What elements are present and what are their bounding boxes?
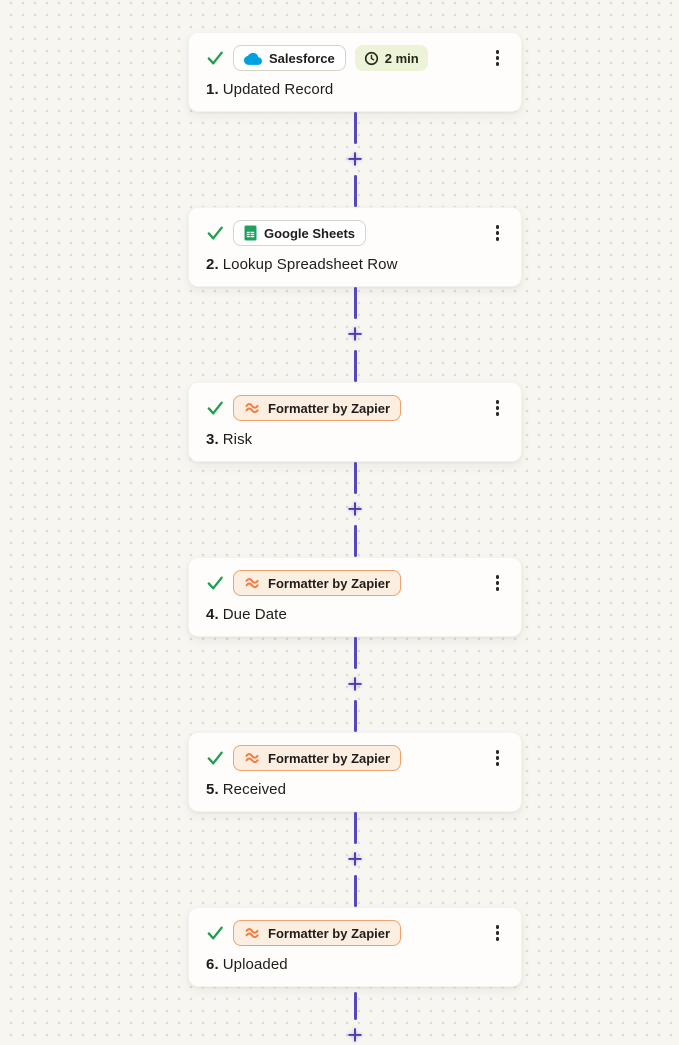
add-step-button[interactable]: + bbox=[347, 319, 363, 349]
step-card-3-header: Formatter by Zapier bbox=[206, 395, 507, 421]
connector-line bbox=[353, 700, 357, 732]
connector: + bbox=[188, 812, 522, 907]
app-badge-formatter: Formatter by Zapier bbox=[233, 395, 402, 421]
step-card-3[interactable]: Formatter by Zapier 3.Risk bbox=[188, 382, 522, 462]
add-step-button[interactable]: + bbox=[347, 844, 363, 874]
step-title-text: Risk bbox=[222, 431, 253, 448]
check-icon bbox=[206, 575, 224, 591]
step-card-2-header: Google Sheets bbox=[206, 220, 507, 246]
step-title-text: Uploaded bbox=[222, 956, 288, 973]
duration-badge: 2 min bbox=[354, 45, 428, 71]
step-title: 6.Uploaded bbox=[206, 956, 507, 974]
step-card-6[interactable]: Formatter by Zapier 6.Uploaded bbox=[188, 907, 522, 987]
kebab-menu-icon bbox=[495, 750, 499, 754]
step-title-text: Due Date bbox=[222, 606, 287, 623]
kebab-menu-icon bbox=[495, 225, 499, 229]
step-menu-button[interactable] bbox=[488, 746, 507, 769]
step-card-1[interactable]: Salesforce 2 min 1.Updated Record bbox=[188, 32, 522, 112]
step-menu-button[interactable] bbox=[488, 921, 507, 944]
step-title: 2.Lookup Spreadsheet Row bbox=[206, 256, 507, 274]
step-number: 5. bbox=[206, 781, 219, 798]
app-badge-formatter: Formatter by Zapier bbox=[233, 920, 402, 946]
connector-line bbox=[353, 875, 357, 907]
check-icon bbox=[206, 400, 224, 416]
duration-label: 2 min bbox=[384, 50, 419, 66]
connector: + bbox=[188, 462, 522, 557]
step-title-text: Received bbox=[222, 781, 287, 798]
formatter-waves-icon bbox=[244, 577, 261, 589]
step-card-1-header: Salesforce 2 min bbox=[206, 45, 507, 71]
kebab-menu-icon bbox=[495, 50, 499, 54]
step-number: 6. bbox=[206, 956, 219, 973]
app-badge-salesforce: Salesforce bbox=[233, 45, 346, 71]
clock-icon bbox=[364, 51, 379, 66]
step-card-6-header: Formatter by Zapier bbox=[206, 920, 507, 946]
step-menu-button[interactable] bbox=[488, 571, 507, 594]
step-title: 1.Updated Record bbox=[206, 81, 507, 99]
connector-line bbox=[353, 462, 357, 494]
connector-line bbox=[353, 525, 357, 557]
connector-line bbox=[353, 350, 357, 382]
google-sheets-icon bbox=[244, 225, 257, 241]
step-menu-button[interactable] bbox=[488, 221, 507, 244]
formatter-waves-icon bbox=[244, 752, 261, 764]
kebab-menu-icon bbox=[495, 925, 499, 929]
check-icon bbox=[206, 50, 224, 66]
app-badge-label: Salesforce bbox=[269, 50, 335, 66]
connector-line bbox=[353, 287, 357, 319]
connector-line bbox=[353, 992, 357, 1020]
step-menu-button[interactable] bbox=[488, 396, 507, 419]
step-title: 5.Received bbox=[206, 781, 507, 799]
add-step-button[interactable]: + bbox=[347, 144, 363, 174]
app-badge-formatter: Formatter by Zapier bbox=[233, 570, 402, 596]
connector-line bbox=[353, 637, 357, 669]
connector-bottom: + bbox=[188, 987, 522, 1045]
connector: + bbox=[188, 112, 522, 207]
add-step-button[interactable]: + bbox=[347, 494, 363, 524]
kebab-menu-icon bbox=[495, 575, 499, 579]
check-icon bbox=[206, 925, 224, 941]
add-step-button[interactable]: + bbox=[347, 669, 363, 699]
step-number: 3. bbox=[206, 431, 219, 448]
app-badge-label: Google Sheets bbox=[264, 225, 356, 241]
formatter-waves-icon bbox=[244, 927, 261, 939]
step-card-4-header: Formatter by Zapier bbox=[206, 570, 507, 596]
step-card-5-header: Formatter by Zapier bbox=[206, 745, 507, 771]
app-badge-label: Formatter by Zapier bbox=[268, 400, 391, 416]
connector: + bbox=[188, 637, 522, 732]
kebab-menu-icon bbox=[495, 400, 499, 404]
workflow-flow: Salesforce 2 min 1.Updated Record + bbox=[188, 32, 522, 1045]
app-badge-label: Formatter by Zapier bbox=[268, 575, 391, 591]
app-badge-label: Formatter by Zapier bbox=[268, 925, 391, 941]
step-number: 1. bbox=[206, 81, 219, 98]
step-card-2[interactable]: Google Sheets 2.Lookup Spreadsheet Row bbox=[188, 207, 522, 287]
step-number: 2. bbox=[206, 256, 219, 273]
add-step-button[interactable]: + bbox=[347, 1020, 363, 1045]
step-title-text: Updated Record bbox=[222, 81, 334, 98]
salesforce-cloud-icon bbox=[244, 52, 262, 65]
app-badge-formatter: Formatter by Zapier bbox=[233, 745, 402, 771]
step-card-4[interactable]: Formatter by Zapier 4.Due Date bbox=[188, 557, 522, 637]
step-card-5[interactable]: Formatter by Zapier 5.Received bbox=[188, 732, 522, 812]
step-title: 3.Risk bbox=[206, 431, 507, 449]
connector-line bbox=[353, 812, 357, 844]
app-badge-label: Formatter by Zapier bbox=[268, 750, 391, 766]
app-badge-google-sheets: Google Sheets bbox=[233, 220, 367, 246]
step-title-text: Lookup Spreadsheet Row bbox=[222, 256, 398, 273]
connector-line bbox=[353, 175, 357, 207]
check-icon bbox=[206, 225, 224, 241]
step-number: 4. bbox=[206, 606, 219, 623]
step-title: 4.Due Date bbox=[206, 606, 507, 624]
formatter-waves-icon bbox=[244, 402, 261, 414]
check-icon bbox=[206, 750, 224, 766]
step-menu-button[interactable] bbox=[488, 46, 507, 69]
connector-line bbox=[353, 112, 357, 144]
connector: + bbox=[188, 287, 522, 382]
